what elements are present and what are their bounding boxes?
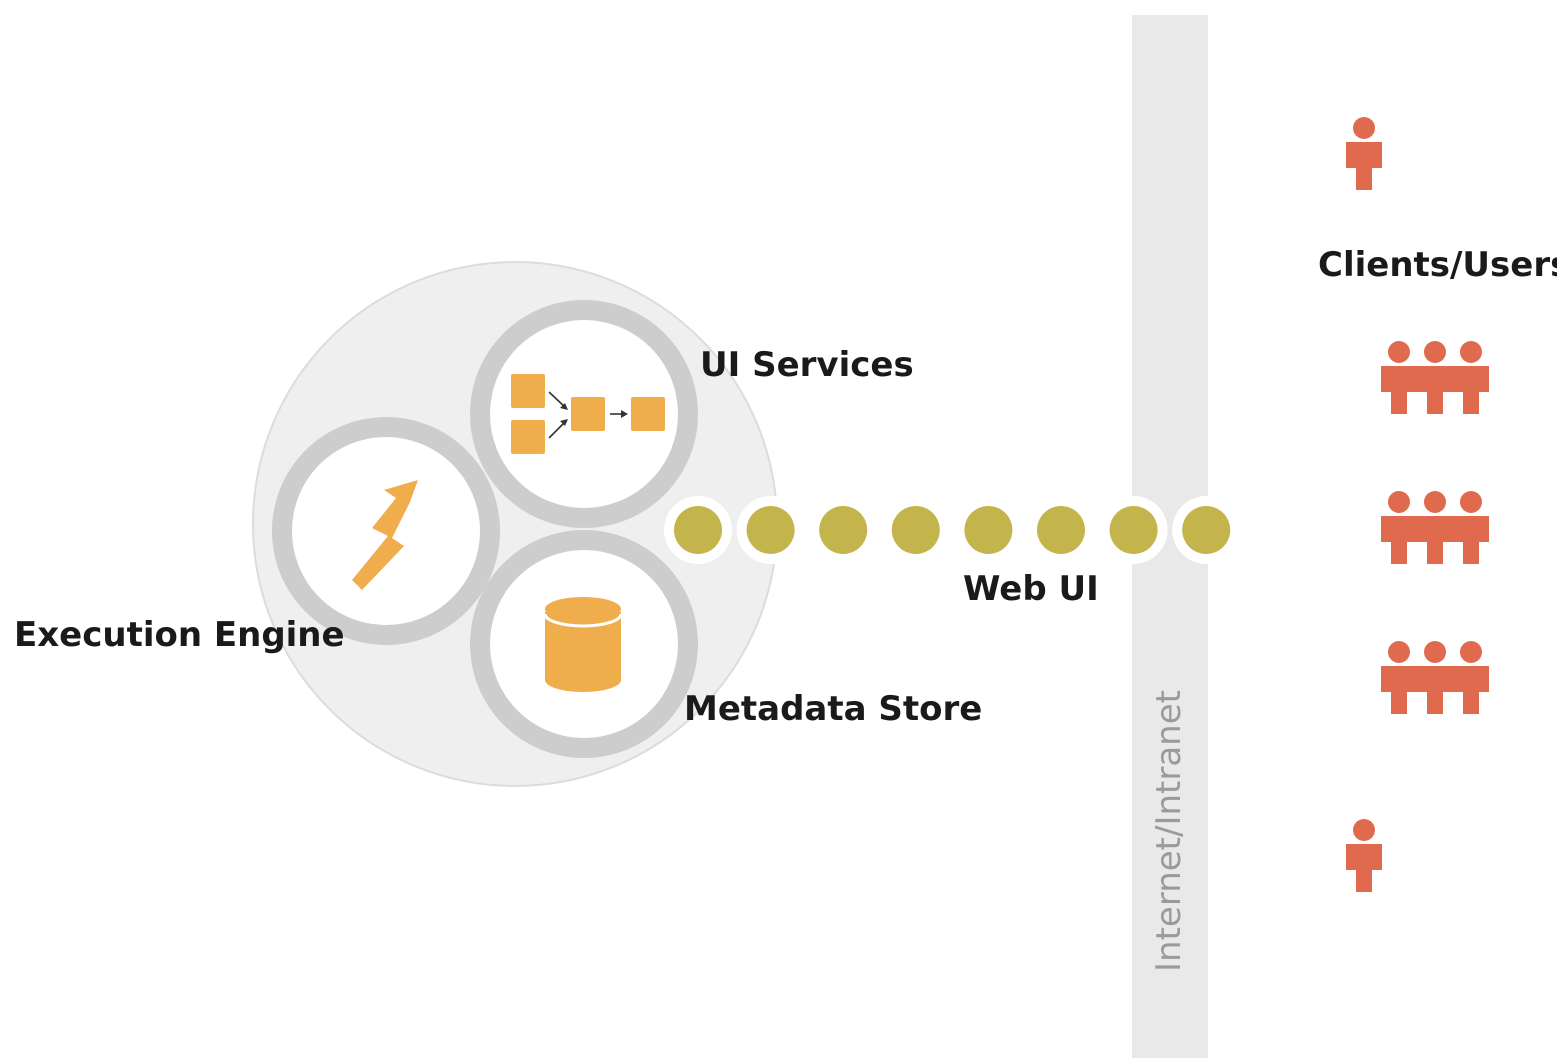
- metadata-store-label: Metadata Store: [684, 689, 982, 729]
- clients-users-label: Clients/Users: [1318, 245, 1557, 285]
- people-group-icon: [1381, 341, 1489, 414]
- ui-services-node: [470, 300, 698, 528]
- connector-dot: [819, 506, 868, 554]
- connector-dot: [891, 506, 940, 554]
- connector-dot: [1182, 506, 1231, 554]
- web-ui-label: Web UI: [963, 569, 1099, 609]
- connector-dot: [674, 506, 722, 554]
- person-icon: [1453, 341, 1489, 414]
- connector-dot: [964, 506, 1013, 554]
- people-group-icon: [1381, 491, 1489, 564]
- network-label: Internet/Intranet: [1149, 690, 1189, 972]
- person-icon: [1453, 641, 1489, 714]
- workflow-icon: [511, 374, 665, 454]
- person-icon: [1453, 491, 1489, 564]
- connector-dot: [1109, 506, 1158, 554]
- metadata-store-node: [470, 530, 698, 758]
- connector-dot: [746, 506, 795, 554]
- database-cylinder-icon: [543, 597, 623, 692]
- person-icon: [1381, 341, 1417, 414]
- connector-dot: [1037, 506, 1085, 554]
- people-group-icon: [1381, 641, 1489, 714]
- lightning-bolt-icon: [352, 480, 418, 590]
- execution-engine-label: Execution Engine: [14, 615, 345, 655]
- person-icon: [1346, 819, 1382, 892]
- ui-services-label: UI Services: [700, 345, 914, 385]
- person-icon: [1381, 641, 1417, 714]
- person-icon: [1417, 341, 1453, 414]
- person-icon: [1381, 491, 1417, 564]
- web-ui-connector: [664, 496, 1241, 564]
- execution-engine-node: [272, 417, 500, 645]
- person-icon: [1417, 641, 1453, 714]
- person-icon: [1417, 491, 1453, 564]
- clients-users-group: [1346, 117, 1489, 892]
- person-icon: [1346, 117, 1382, 190]
